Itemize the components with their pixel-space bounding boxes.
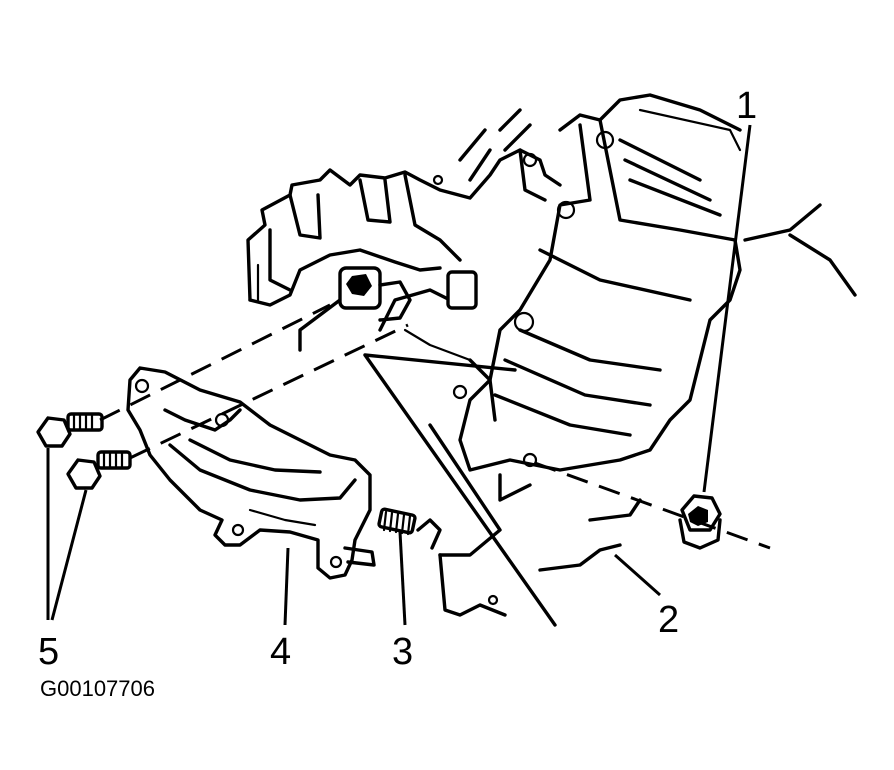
crossmember — [363, 353, 557, 627]
callout-3: 3 — [392, 631, 413, 673]
callout-1: 1 — [736, 85, 757, 127]
bracket-bolt-upper — [36, 412, 104, 448]
assembly-lines — [99, 303, 771, 550]
callout-4: 4 — [270, 631, 291, 673]
figure-id: G00107706 — [40, 676, 155, 701]
mount-stud — [377, 507, 442, 550]
mount-bracket — [126, 366, 376, 580]
bracket-bolt-lower — [66, 450, 132, 490]
leader-lines — [46, 124, 752, 626]
callout-2: 2 — [658, 599, 679, 641]
transmission-case — [446, 93, 857, 572]
mount-nut — [678, 494, 722, 550]
callout-5: 5 — [38, 631, 59, 673]
